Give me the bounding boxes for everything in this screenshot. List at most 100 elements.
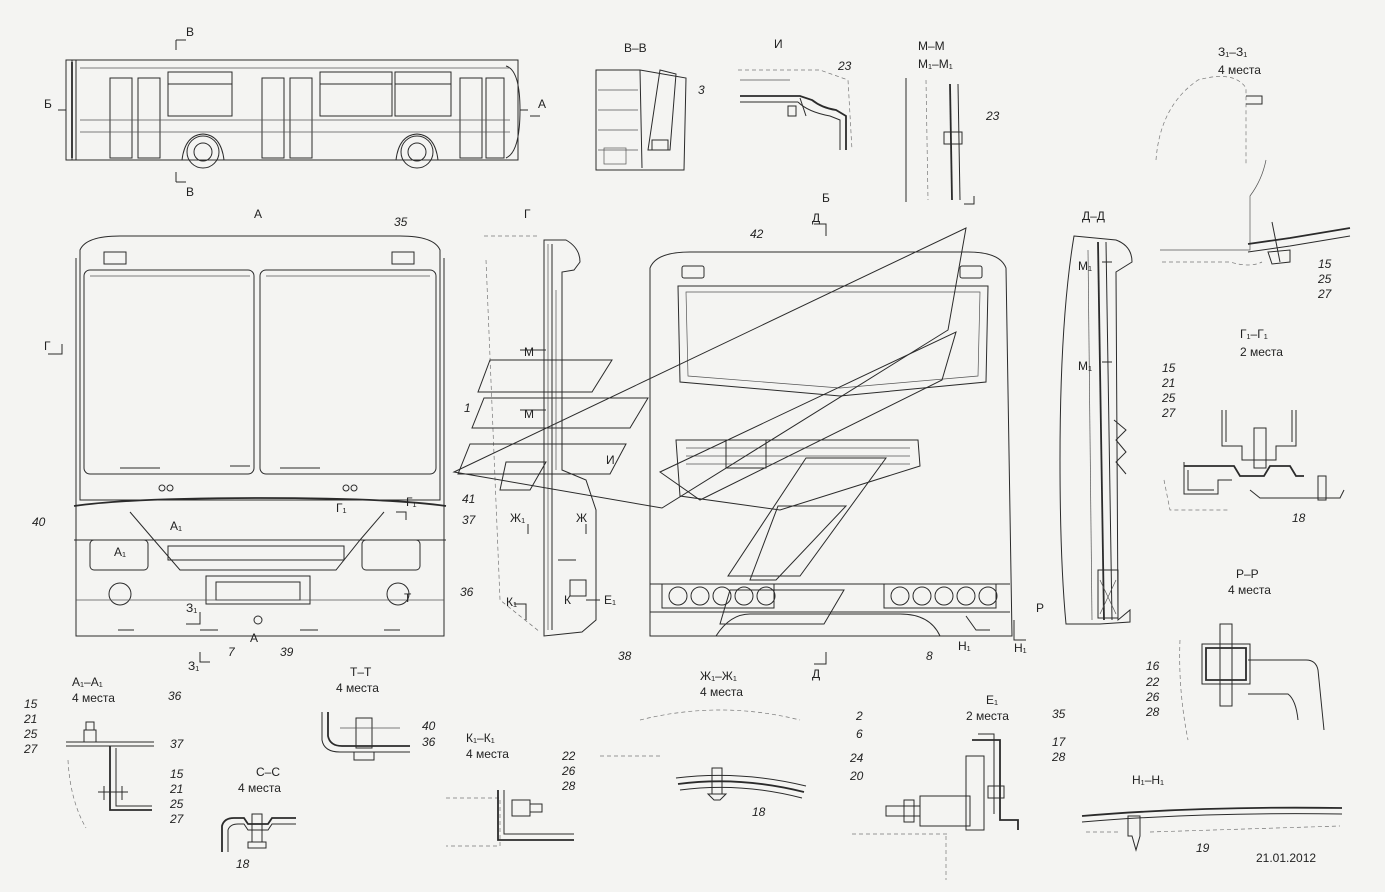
callout-15-a1: 15 [24,697,38,711]
callout-25-a1b: 25 [169,797,184,811]
section-i [738,69,853,151]
title-vv: В–В [624,41,647,55]
callout-27-z: 27 [1317,287,1333,301]
marker-zh-g: Ж [576,511,587,525]
callout-15-g1: 15 [1162,361,1176,375]
callout-22-k1: 22 [561,749,576,763]
callout-3: 3 [698,83,705,97]
section-vv [595,69,687,171]
view-g-profile [484,235,600,637]
title-view-g: Г [524,207,531,221]
marker-g1-front-2: Г₁ [406,495,417,509]
title-n1: Н₁–Н₁ [1132,773,1164,787]
marker-m-2: М [524,407,534,421]
marker-zh1-g: Ж₁ [510,511,525,525]
title-i: И [774,37,783,51]
callout-37-a1: 37 [170,737,185,751]
title-e1: Е₁ [986,693,998,707]
callout-18-zh1: 18 [752,805,766,819]
title-dd: Д–Д [1082,209,1105,223]
callout-40-front: 40 [32,515,46,529]
section-n1 [1081,806,1343,852]
callout-37-g: 37 [462,513,477,527]
count-tt: 4 места [336,681,379,695]
callout-35-e1: 35 [1052,707,1066,721]
callout-28-e1: 28 [1051,750,1066,764]
title-rr: Р–Р [1236,567,1259,581]
marker-v-top: В [186,25,194,39]
callout-21-a1b: 21 [169,782,183,796]
callout-25-g1: 25 [1161,391,1176,405]
marker-z1-front: З₁ [186,601,197,615]
title-m1m1: М₁–М₁ [918,57,953,71]
callout-22-r: 22 [1145,675,1160,689]
marker-a-side: А [538,97,546,111]
title-z1: З₁–З₁ [1218,45,1247,59]
marker-g-front: Г [44,339,51,353]
callout-24: 24 [849,751,864,765]
callout-42: 42 [750,227,764,241]
count-a1: 4 места [72,691,115,705]
callout-41: 41 [462,492,475,506]
count-g1: 2 места [1240,345,1283,359]
section-k1 [446,790,574,847]
callout-26-r: 26 [1145,690,1160,704]
marker-d-top: Д [812,211,820,225]
marker-a1-front-2: А₁ [114,545,126,559]
section-g1 [1163,410,1345,511]
callout-18-g1: 18 [1292,511,1306,525]
callout-6: 6 [856,727,863,741]
marker-r: Р [1036,601,1044,615]
callout-19: 19 [1196,841,1210,855]
callout-36-front: 36 [460,585,474,599]
marker-k-g: К [564,593,571,607]
callout-35-front: 35 [394,215,408,229]
marker-k1-g: К₁ [506,595,517,609]
count-z1: 4 места [1218,63,1261,77]
callout-7: 7 [228,645,236,659]
watermark-stamp [452,227,967,625]
callout-36-a1: 36 [168,689,182,703]
callout-28-k1: 28 [561,779,576,793]
count-ss: 4 места [238,781,281,795]
callout-18-ss: 18 [236,857,250,871]
marker-n1-a: Н₁ [958,639,971,653]
section-ss [221,813,296,852]
callout-15-z: 15 [1318,257,1332,271]
callout-40-tt: 40 [422,719,436,733]
section-e1 [852,733,1019,880]
marker-a1-front: А₁ [170,519,182,533]
marker-t-front: Т [404,591,412,605]
callout-16: 16 [1146,659,1160,673]
callout-28-r: 28 [1145,705,1160,719]
section-rr [1179,623,1325,741]
title-tt: Т–Т [350,665,372,679]
marker-m1-a: М₁ [1078,259,1092,273]
bus-front-view [48,235,447,663]
count-k1: 4 места [466,747,509,761]
section-zh1 [600,709,807,801]
bus-side-view [58,39,540,183]
callout-20: 20 [849,769,864,783]
marker-b-rear: Б [822,191,830,205]
count-e1: 2 места [966,709,1009,723]
title-k1: К₁–К₁ [466,731,495,745]
marker-d-bottom: Д [812,667,820,681]
callout-15-a1b: 15 [170,767,184,781]
title-ss: С–С [256,765,280,779]
section-mm [905,78,975,205]
callout-2: 2 [855,709,863,723]
marker-i-g: И [606,453,615,467]
section-dd [1059,235,1133,625]
marker-m-1: М [524,345,534,359]
callout-27-a1: 27 [23,742,39,756]
title-zh1: Ж₁–Ж₁ [700,669,737,683]
marker-g1-front: Г₁ [336,501,347,515]
title-g1: Г₁–Г₁ [1240,327,1268,341]
section-a1 [66,721,154,829]
callout-25-a1: 25 [23,727,38,741]
drawing-date: 21.01.2012 [1256,851,1316,865]
callout-36-tt: 36 [422,735,436,749]
callout-17: 17 [1052,735,1067,749]
